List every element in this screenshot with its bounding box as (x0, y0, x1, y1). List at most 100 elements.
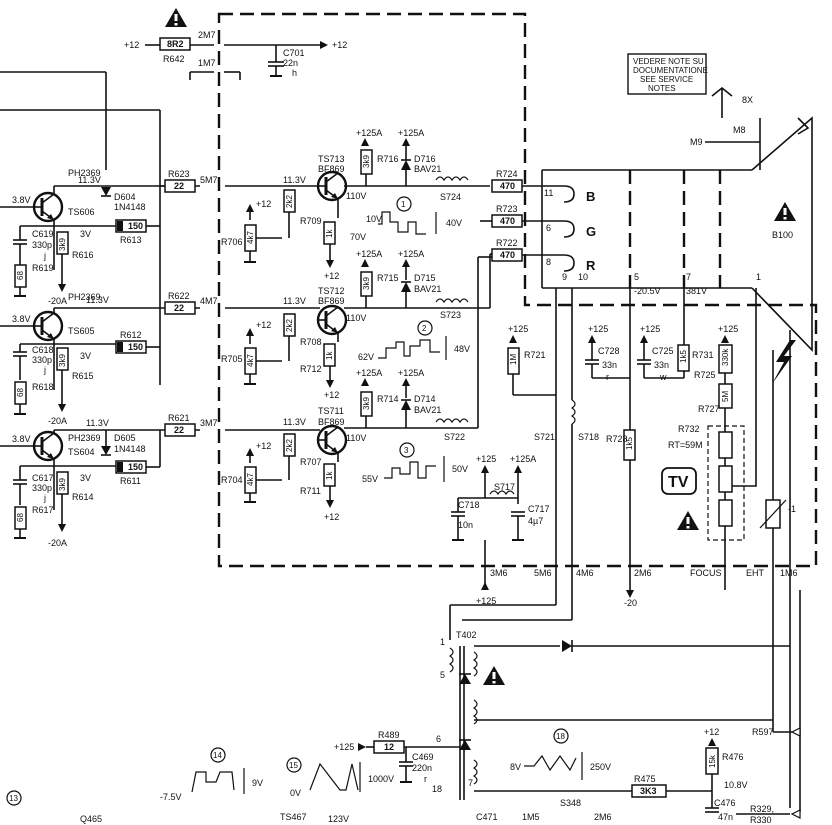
r714-label: R714 (377, 394, 399, 404)
c728-value: 33n (602, 360, 617, 370)
supply-section: +12 8R2 R642 2M7 +12 C701 22n h 1M7 (124, 8, 347, 80)
c618-type: j (43, 365, 46, 375)
waveform-1 (378, 211, 426, 235)
r619-label: R619 (32, 263, 54, 273)
channel-blue: PH2369 TS606 3.8V 11.3V D604 1N4148 C619… (0, 128, 564, 306)
wave-15-number: 15 (289, 761, 298, 770)
wave-2-number: 2 (422, 324, 427, 333)
bot-m20: -20 (624, 598, 637, 608)
ch-b-vbase: 11.3V (283, 175, 306, 185)
ch-g-3v: 3V (80, 351, 91, 361)
m9-label: M9 (690, 137, 703, 147)
r475-label: R475 (634, 774, 656, 784)
c725-type: w (659, 372, 667, 382)
c619-value: 330p (32, 240, 52, 250)
conn-2m6-bottom: 2M6 (594, 812, 612, 822)
s724-label: S724 (440, 192, 461, 202)
ch-r-125a: +125A (356, 368, 382, 378)
r722-value: 470 (500, 250, 515, 260)
ch-g-plus12: +12 (256, 320, 271, 330)
right-components: +125 1M R721 S718 S721 +125 C728 33n r 1… (451, 288, 798, 620)
d714-type: BAV21 (414, 405, 441, 415)
r615-value: 3k9 (58, 354, 67, 367)
crt-pin-10: 10 (578, 272, 588, 282)
r724-value: 470 (500, 181, 515, 191)
ch-r-plus12b: +12 (324, 512, 339, 522)
r732-rt: RT=59M (668, 440, 703, 450)
ch-b-10v: 10V (366, 214, 382, 224)
c728-supply: +125 (588, 324, 608, 334)
r706-value: 4k7 (246, 231, 255, 244)
ch-r-55v: 55V (362, 474, 378, 484)
c701-label: C701 (283, 48, 305, 58)
ch-b-125a-d: +125A (398, 128, 424, 138)
waveform-18 (524, 754, 577, 772)
conn-1m7: 1M7 (198, 58, 216, 68)
s348-label: S348 (560, 798, 581, 808)
conn-1m5: 1M5 (522, 812, 540, 822)
c476-label: C476 (714, 798, 736, 808)
ch-b-m20a: -20A (48, 296, 67, 306)
note-line-1: VEDERE NOTE SU (633, 57, 704, 66)
r622-label: R622 (168, 291, 190, 301)
ts605-vin: 3.8V (12, 314, 31, 324)
ch-r-50v: 50V (452, 464, 468, 474)
ts606-label: TS606 (68, 207, 95, 217)
crt-warning-icon (774, 202, 796, 221)
waveform-2 (378, 339, 440, 359)
ts711-transistor (316, 424, 348, 456)
r705-value: 4k7 (246, 354, 255, 367)
crt-pin-6: 6 (546, 223, 551, 233)
ch-r-plus12: +12 (256, 441, 271, 451)
r616-label: R616 (72, 250, 94, 260)
wave-3-number: 3 (404, 446, 409, 455)
wave-18-8v: 8V (510, 762, 521, 772)
ch-b-plus12: +12 (256, 199, 271, 209)
conn-2m6: 2M6 (634, 568, 652, 578)
r709a-value: 2k2 (285, 195, 294, 208)
r704-value: 4k7 (246, 473, 255, 486)
conn-2m7: 2M7 (198, 30, 216, 40)
ts605-type: PH2369 (68, 292, 101, 302)
r728-label: R728 (606, 434, 628, 444)
c619-type: j (43, 251, 46, 261)
c617-type: j (43, 493, 46, 503)
c618-value: 330p (32, 355, 52, 365)
ch-g-125a-d: +125A (398, 249, 424, 259)
ts605-transistor (32, 310, 64, 342)
r731-value: 1k5 (679, 350, 688, 363)
note-line-4: NOTES (648, 84, 676, 93)
r722-label: R722 (496, 238, 518, 248)
ch-r-m20a: -20A (48, 538, 67, 548)
ch-g-62v: 62V (358, 352, 374, 362)
r613-label: R613 (120, 235, 142, 245)
r614-label: R614 (72, 492, 94, 502)
note-line-2: DOCUMENTATIONE (633, 66, 708, 75)
r725-value: 330k (721, 348, 730, 366)
t402-pin18: 18 (432, 784, 442, 794)
c469-label: C469 (412, 752, 434, 762)
s718-coil (570, 399, 576, 425)
s724-coil (435, 176, 469, 182)
wave-14-9v: 9V (252, 778, 263, 788)
d714-label: D714 (414, 394, 436, 404)
crt-pin-b: B (586, 189, 595, 204)
c701-type: h (292, 68, 297, 78)
svg-text:-1: -1 (788, 504, 796, 514)
bot-125: +125 (476, 596, 496, 606)
ch-g-125a: +125A (356, 249, 382, 259)
d715-label: D715 (414, 273, 436, 283)
crt-pin-9: 9 (562, 272, 567, 282)
r715-value: 3k9 (362, 277, 371, 290)
t402-pin7: 7 (468, 778, 473, 788)
ts606-type: PH2369 (68, 168, 101, 178)
wave-14-m75v: -7.5V (160, 792, 182, 802)
r725-label: R725 (694, 370, 716, 380)
ts606-transistor (32, 191, 64, 223)
ts712-transistor (316, 304, 348, 336)
ts604-transistor (32, 430, 64, 462)
t402-primary (448, 647, 454, 673)
r721-label: R721 (524, 350, 546, 360)
conn-4m6: 4M6 (576, 568, 594, 578)
r476-v108: 10.8V (724, 780, 748, 790)
